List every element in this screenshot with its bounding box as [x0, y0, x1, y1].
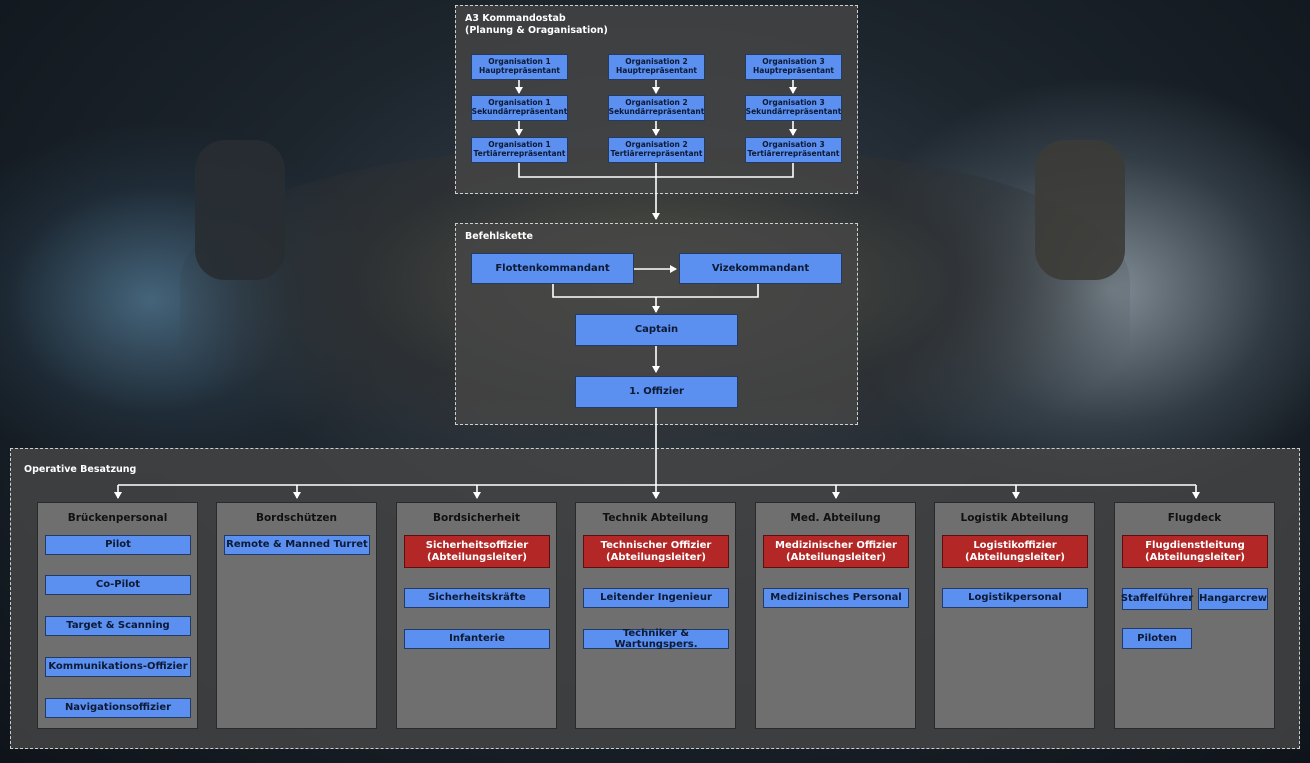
box-line: Sekundärrepräsentant [608, 107, 705, 116]
box-line: Organisation 1 [488, 98, 551, 108]
role-navigation[interactable]: Navigationsoffizier [45, 698, 191, 718]
role-piloten[interactable]: Piloten [1122, 628, 1192, 649]
box-line: Organisation 3 [762, 57, 825, 67]
box-line: Sekundärrepräsentant [745, 107, 842, 116]
a3-chain-lines [515, 80, 797, 220]
leader-flugdienstleitung[interactable]: Flugdienstleitung(Abteilungsleiter) [1122, 535, 1268, 568]
box-line: Flugdienstleitung [1145, 540, 1245, 551]
dept-title: Med. Abteilung [790, 512, 881, 524]
box-line: Hauptrepräsentant [752, 66, 834, 75]
role-kommunikation[interactable]: Kommunikations-Offizier [45, 657, 191, 677]
box-line: Technischer Offizier [600, 540, 712, 551]
box-line: Organisation 3 [762, 140, 825, 150]
vizekommandant-box[interactable]: Vizekommandant [679, 253, 842, 284]
role-techniker[interactable]: Techniker & Wartungspers. [583, 628, 729, 650]
role-medizinisches-personal[interactable]: Medizinisches Personal [763, 588, 909, 608]
box-line: Sekundärrepräsentant [471, 107, 568, 116]
dept-title: Technik Abteilung [602, 512, 709, 524]
box-line: Organisation 1 [488, 57, 551, 67]
a3-title-line2: (Planung & Oraganisation) [465, 25, 608, 36]
leader-sicherheitsoffizier[interactable]: Sicherheitsoffizier(Abteilungsleiter) [404, 535, 550, 568]
dept-title: Brückenpersonal [67, 512, 168, 524]
role-co-pilot[interactable]: Co-Pilot [45, 575, 191, 595]
box-line: Organisation 2 [625, 98, 688, 108]
operative-distribution-lines [114, 408, 1200, 499]
role-sicherheitskraefte[interactable]: Sicherheitskräfte [404, 588, 550, 608]
role-hangarcrew[interactable]: Hangarcrew [1198, 588, 1268, 610]
box-line: (Abteilungsleiter) [427, 551, 527, 563]
role-staffelfuehrer[interactable]: Staffelführer [1121, 588, 1193, 610]
box-line: (Abteilungsleiter) [1145, 551, 1245, 563]
box-line: Hauptrepräsentant [615, 66, 697, 75]
box-line: Tertiärerrepräsentant [473, 149, 566, 158]
leader-logistikoffizier[interactable]: Logistikoffizier(Abteilungsleiter) [942, 535, 1088, 568]
captain-box[interactable]: Captain [575, 314, 738, 346]
erster-offizier-box[interactable]: 1. Offizier [575, 376, 738, 408]
box-line: Logistikoffizier [973, 540, 1057, 551]
dept-title: Bordschützen [255, 512, 338, 524]
box-line: (Abteilungsleiter) [786, 551, 886, 563]
box-line: (Abteilungsleiter) [606, 551, 706, 563]
role-leitender-ingenieur[interactable]: Leitender Ingenieur [583, 588, 729, 608]
engine-left [195, 140, 285, 280]
dept-title: Flugdeck [1167, 512, 1222, 524]
box-line: Hauptrepräsentant [478, 66, 560, 75]
box-line: Organisation 1 [488, 140, 551, 150]
role-logistikpersonal[interactable]: Logistikpersonal [942, 588, 1088, 608]
leader-medizinischer-offizier[interactable]: Medizinischer Offizier(Abteilungsleiter) [763, 535, 909, 568]
role-target-scanning[interactable]: Target & Scanning [45, 616, 191, 636]
box-line: Tertiärerrepräsentant [747, 149, 840, 158]
role-remote-turret[interactable]: Remote & Manned Turret [224, 535, 370, 555]
box-line: Medizinischer Offizier [775, 540, 897, 551]
box-line: Organisation 2 [625, 57, 688, 67]
box-line: Organisation 2 [625, 140, 688, 150]
befehlskette-lines [552, 265, 759, 373]
befehlskette-title: Befehlskette [465, 231, 533, 242]
box-line: (Abteilungsleiter) [965, 551, 1065, 563]
box-line: Organisation 3 [762, 98, 825, 108]
dept-title: Logistik Abteilung [960, 512, 1069, 524]
box-line: Tertiärerrepräsentant [610, 149, 703, 158]
engine-right [1035, 140, 1125, 280]
role-infanterie[interactable]: Infanterie [404, 629, 550, 649]
box-line: Sicherheitsoffizier [425, 540, 529, 551]
operative-title: Operative Besatzung [24, 464, 137, 475]
role-pilot[interactable]: Pilot [45, 535, 191, 555]
flottenkommandant-box[interactable]: Flottenkommandant [471, 253, 634, 284]
a3-title-line1: A3 Kommandostab [465, 13, 566, 24]
dept-title: Bordsicherheit [433, 512, 520, 524]
leader-technischer-offizier[interactable]: Technischer Offizier(Abteilungsleiter) [583, 535, 729, 568]
a3-panel-title: A3 Kommandostab (Planung & Oraganisation… [465, 13, 608, 37]
